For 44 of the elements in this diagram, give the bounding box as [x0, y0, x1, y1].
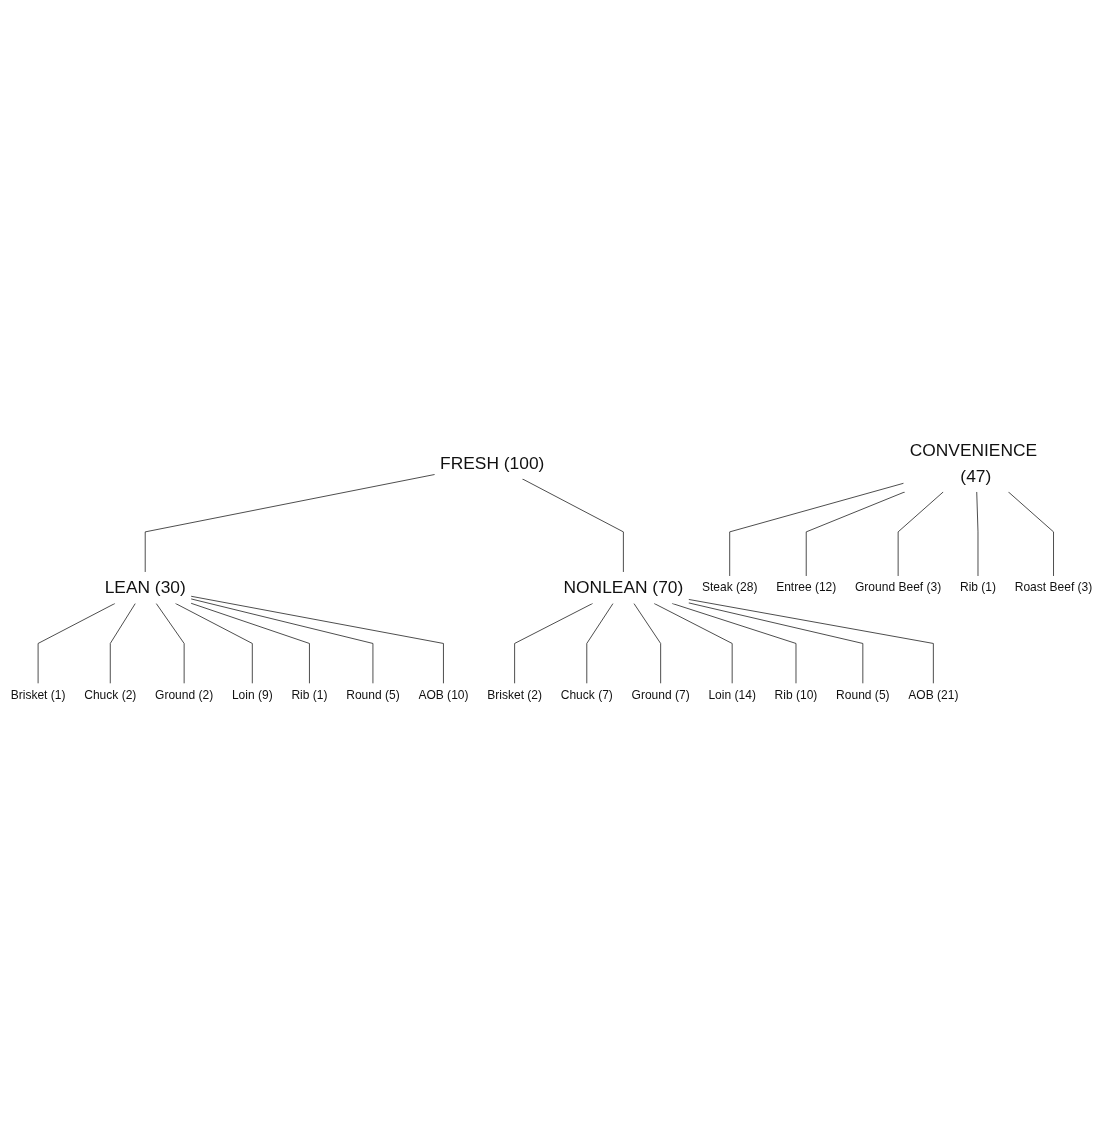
node-text: Round (5) [346, 688, 400, 702]
connector [653, 603, 733, 685]
connector [976, 491, 979, 577]
node-text: CONVENIENCE (47) [909, 440, 1038, 487]
connector [586, 603, 614, 685]
node-text: Ground (7) [631, 688, 690, 702]
node-text: Entree (12) [776, 581, 837, 595]
node-text: AOB (21) [908, 688, 959, 702]
connector [155, 603, 185, 685]
node-text: Ground Beef (3) [855, 581, 942, 595]
node-text: Rib (1) [959, 581, 997, 595]
connector [1007, 491, 1054, 577]
node-text: Loin (9) [231, 688, 273, 702]
connector [190, 598, 374, 685]
node-text: Chuck (7) [560, 688, 613, 702]
node-text: FRESH (100) [440, 453, 545, 474]
connector [633, 603, 662, 685]
connector [190, 596, 444, 685]
connector [671, 603, 797, 685]
node-text: Steak (28) [701, 581, 758, 595]
node-text: Chuck (2) [84, 688, 137, 702]
connector [514, 603, 594, 685]
node-text: Brisket (1) [10, 688, 66, 702]
node-text: Loin (14) [708, 688, 756, 702]
node-text: Ground (2) [155, 688, 214, 702]
connector [729, 483, 905, 577]
connector [37, 603, 116, 685]
node-text: NONLEAN (70) [563, 577, 684, 598]
connector [109, 603, 136, 685]
connector [805, 491, 906, 577]
connector [174, 603, 253, 685]
connector [897, 491, 944, 577]
connector [144, 474, 436, 573]
node-text: Round (5) [836, 688, 890, 702]
connector [190, 603, 310, 685]
node-text: LEAN (30) [104, 577, 186, 598]
node-text: Brisket (2) [487, 688, 543, 702]
node-text: Rib (10) [774, 688, 818, 702]
connector [688, 599, 934, 685]
node-text: Roast Beef (3) [1014, 581, 1093, 595]
connector [521, 478, 624, 573]
node-text: AOB (10) [418, 688, 469, 702]
connector [688, 602, 864, 685]
node-text: Rib (1) [291, 688, 328, 702]
